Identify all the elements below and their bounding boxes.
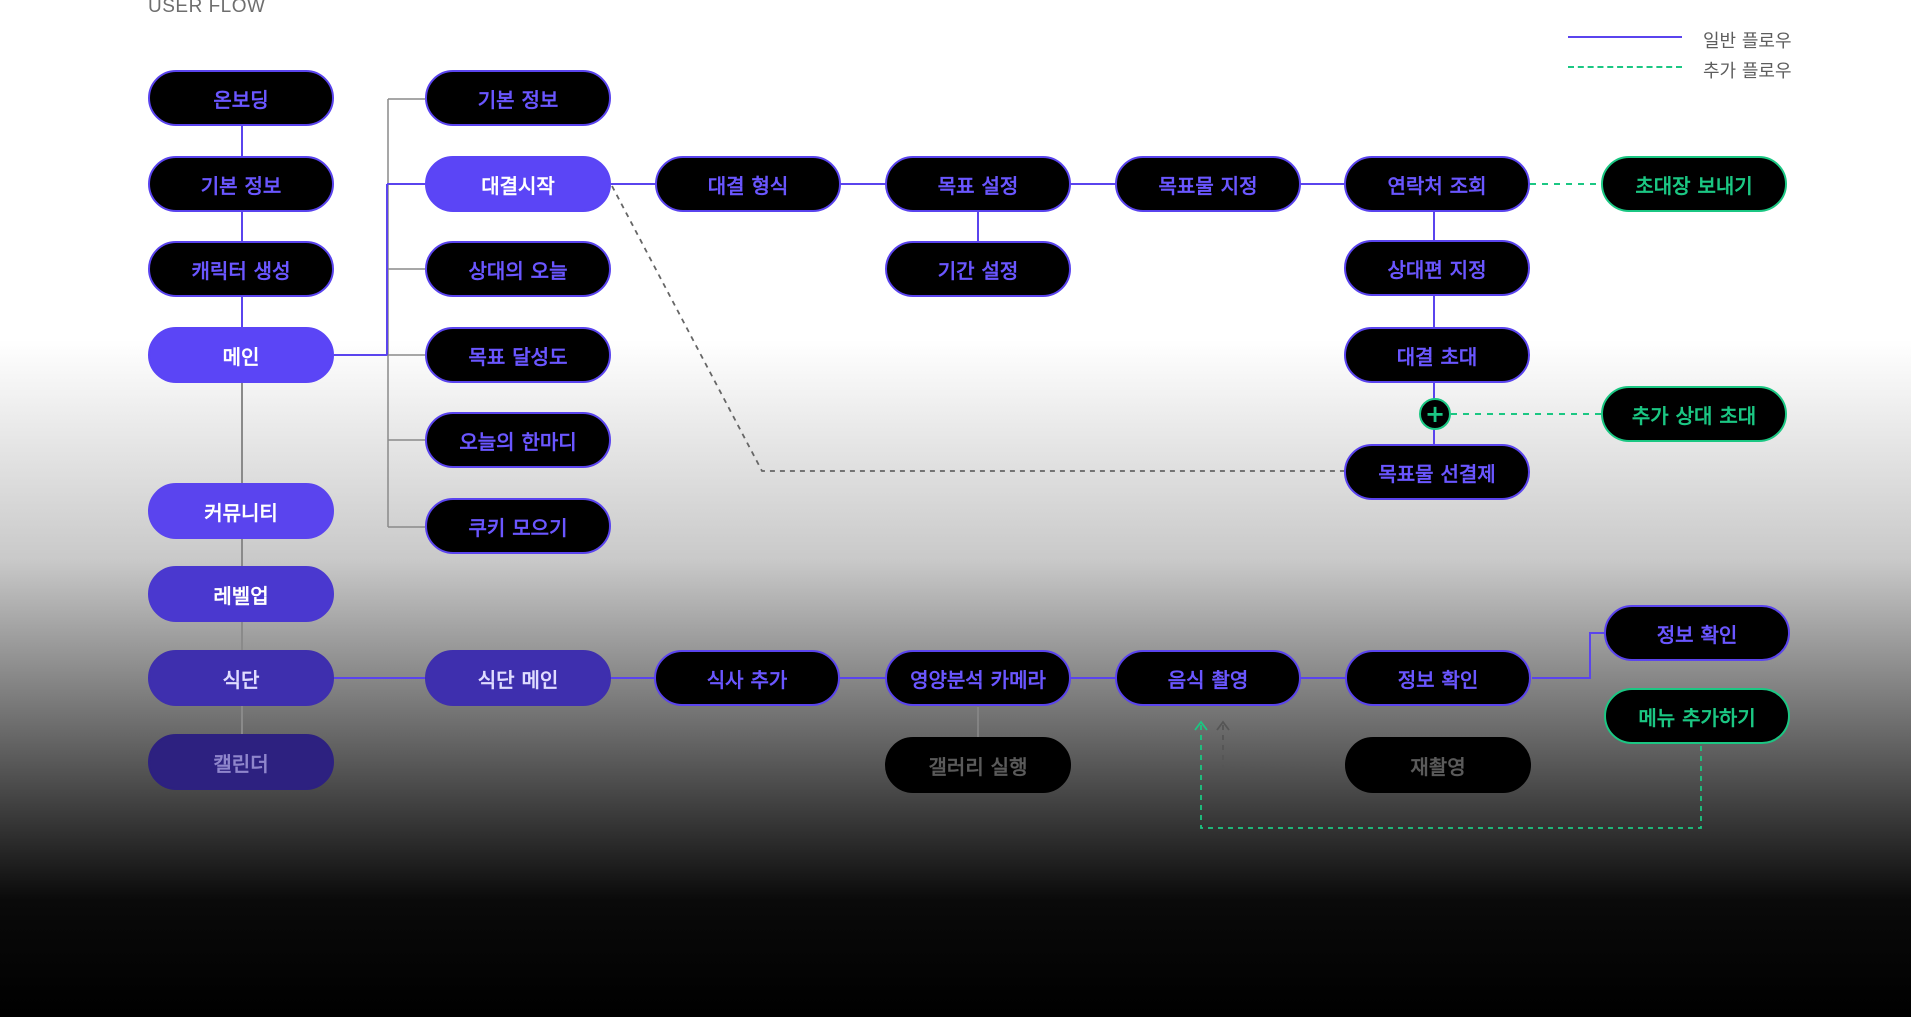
node-food-photo[interactable]: 음식 촬영 xyxy=(1115,650,1301,706)
node-reward-prepay[interactable]: 목표물 선결제 xyxy=(1344,444,1530,500)
node-gallery-open[interactable]: 갤러리 실행 xyxy=(885,737,1071,793)
node-today-comment[interactable]: 오늘의 한마디 xyxy=(425,412,611,468)
node-main[interactable]: 메인 xyxy=(148,327,334,383)
node-cookie-collect[interactable]: 쿠키 모으기 xyxy=(425,498,611,554)
plus-icon[interactable]: + xyxy=(1419,398,1451,430)
node-period-setting[interactable]: 기간 설정 xyxy=(885,241,1071,297)
node-goal-achievement[interactable]: 목표 달성도 xyxy=(425,327,611,383)
node-invite-send[interactable]: 초대장 보내기 xyxy=(1601,156,1787,212)
node-contact-lookup[interactable]: 연락처 조회 xyxy=(1344,156,1530,212)
node-info-check-2[interactable]: 정보 확인 xyxy=(1604,605,1790,661)
node-levelup[interactable]: 레벨업 xyxy=(148,566,334,622)
node-opponent-today[interactable]: 상대의 오늘 xyxy=(425,241,611,297)
node-basic-info[interactable]: 기본 정보 xyxy=(148,156,334,212)
node-info-check[interactable]: 정보 확인 xyxy=(1345,650,1531,706)
page-title: USER FLOW xyxy=(148,0,266,17)
legend-extra-label: 추가 플로우 xyxy=(1703,61,1792,82)
legend-extra-flow: 추가 플로우 xyxy=(1568,57,1798,82)
node-menu-add[interactable]: 메뉴 추가하기 xyxy=(1604,688,1790,744)
node-nutrition-camera[interactable]: 영양분석 카메라 xyxy=(885,650,1071,706)
legend-main-flow: 일반 플로우 xyxy=(1568,27,1798,52)
node-opponent-assign[interactable]: 상대편 지정 xyxy=(1344,240,1530,296)
node-onboarding[interactable]: 온보딩 xyxy=(148,70,334,126)
node-reward-setting[interactable]: 목표물 지정 xyxy=(1115,156,1301,212)
legend-solid-line xyxy=(1568,36,1682,38)
node-retake[interactable]: 재촬영 xyxy=(1345,737,1531,793)
node-calendar[interactable]: 캘린더 xyxy=(148,734,334,790)
node-extra-opponent-invite[interactable]: 추가 상대 초대 xyxy=(1601,386,1787,442)
node-community[interactable]: 커뮤니티 xyxy=(148,483,334,539)
node-diet-main[interactable]: 식단 메인 xyxy=(425,650,611,706)
node-battle-start[interactable]: 대결시작 xyxy=(425,156,611,212)
node-diet[interactable]: 식단 xyxy=(148,650,334,706)
node-battle-type[interactable]: 대결 형식 xyxy=(655,156,841,212)
node-goal-setting[interactable]: 목표 설정 xyxy=(885,156,1071,212)
legend-main-label: 일반 플로우 xyxy=(1703,31,1792,52)
node-character-create[interactable]: 캐릭터 생성 xyxy=(148,241,334,297)
node-meal-add[interactable]: 식사 추가 xyxy=(654,650,840,706)
legend-dashed-line xyxy=(1568,66,1682,68)
node-battle-invite[interactable]: 대결 초대 xyxy=(1344,327,1530,383)
node-main-basic-info[interactable]: 기본 정보 xyxy=(425,70,611,126)
